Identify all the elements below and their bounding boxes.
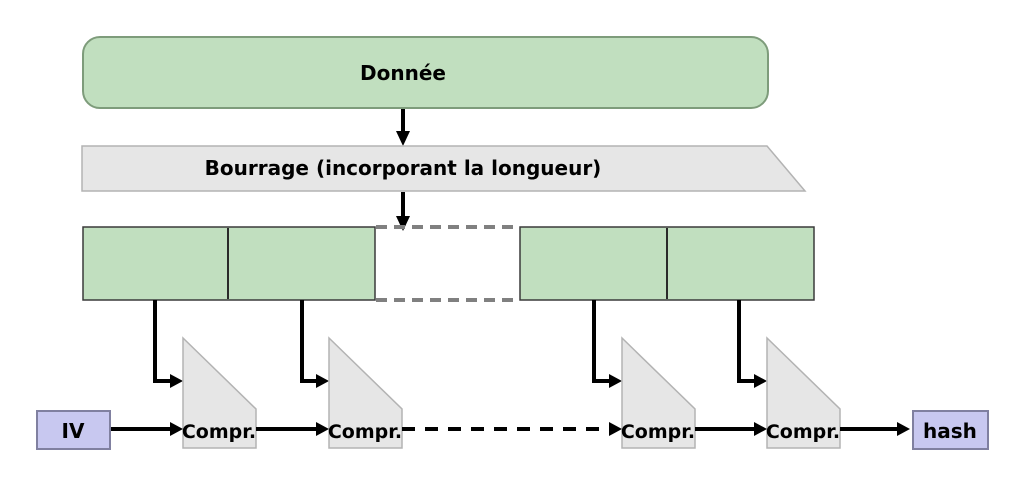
connector-block1-to-compr1 — [153, 300, 183, 388]
arrowhead-right-icon — [170, 422, 183, 436]
compression-box-3 — [621, 336, 696, 449]
hash-label: hash — [923, 419, 977, 443]
arrowhead-right-icon — [170, 374, 183, 388]
dashed-chain-to-compr3 — [402, 422, 622, 436]
data-block — [82, 36, 769, 109]
data-block-label: Donnée — [360, 61, 446, 85]
ellipsis-block — [376, 225, 519, 302]
arrow-data-to-padding — [396, 109, 410, 146]
compression-label-1: Compr. — [182, 421, 256, 443]
connector-block3-to-compr3 — [592, 300, 622, 388]
arrow-compr4-to-hash — [840, 422, 910, 436]
padding-block-label: Bourrage (incorporant la longueur) — [205, 156, 602, 180]
arrow-compr3-to-compr4 — [695, 422, 767, 436]
message-blocks-right — [519, 226, 815, 301]
compression-label-2: Compr. — [328, 421, 402, 443]
padding-block — [81, 145, 807, 192]
arrow-padding-to-blocks — [396, 192, 410, 231]
message-blocks-left — [82, 226, 376, 301]
arrowhead-down-icon — [396, 131, 410, 146]
compression-box-1 — [182, 336, 257, 449]
hash-box — [912, 410, 989, 450]
arrow-iv-to-compr1 — [110, 422, 183, 436]
arrowhead-right-icon — [609, 374, 622, 388]
arrow-compr1-to-compr2 — [256, 422, 329, 436]
arrowhead-down-icon — [396, 216, 410, 231]
arrowhead-right-icon — [609, 422, 622, 436]
arrowhead-right-icon — [897, 422, 910, 436]
arrowhead-right-icon — [316, 422, 329, 436]
arrowhead-right-icon — [754, 374, 767, 388]
iv-box — [36, 410, 111, 450]
arrowhead-right-icon — [754, 422, 767, 436]
arrowhead-right-icon — [316, 374, 329, 388]
iv-label: IV — [62, 419, 85, 443]
connector-block2-to-compr2 — [300, 300, 329, 388]
compression-box-2 — [328, 336, 403, 449]
compression-label-4: Compr. — [766, 421, 840, 443]
compression-label-3: Compr. — [621, 421, 695, 443]
compression-box-4 — [766, 336, 841, 449]
connector-block4-to-compr4 — [737, 300, 767, 388]
